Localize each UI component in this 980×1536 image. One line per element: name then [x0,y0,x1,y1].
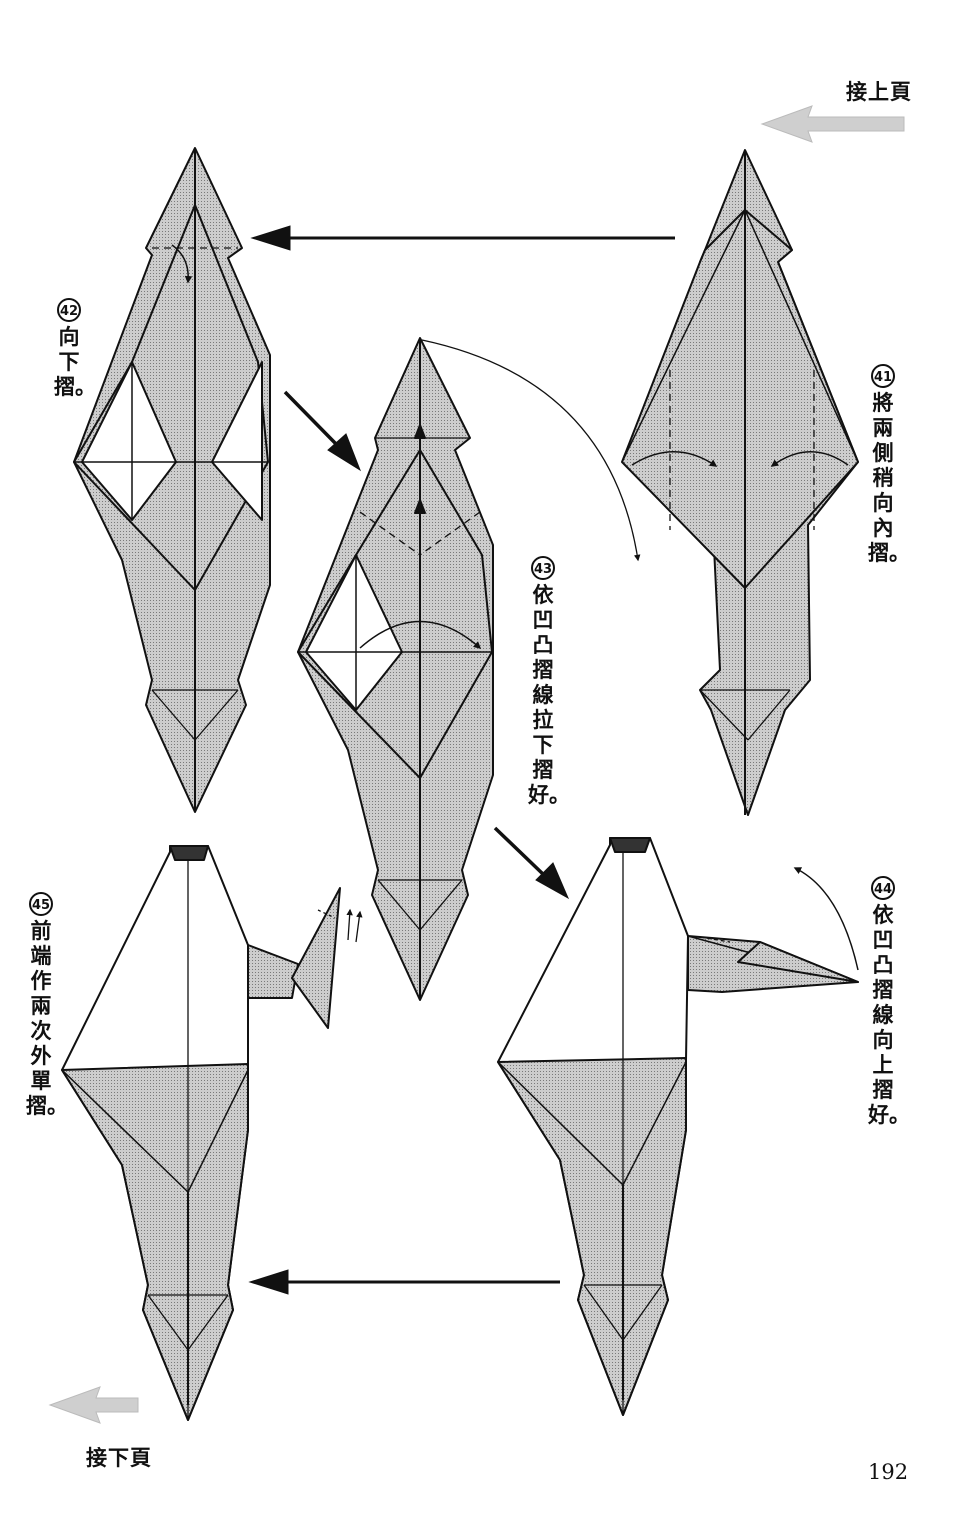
step-41-text: 將兩側稍向內摺。 [868,391,910,565]
step-44-number: 44 [871,876,895,900]
sequence-arrows [248,225,675,1295]
next-page-label[interactable]: 接下頁 [86,1446,152,1470]
step-42-text: 向下摺。 [54,325,96,399]
step-45-text: 前端作兩次外單摺。 [26,919,68,1118]
figure-44 [497,837,859,1416]
step-41-caption: 41 將兩側稍向內摺。 [868,364,910,566]
figure-42 [73,147,271,813]
previous-page-label[interactable]: 接上頁 [846,80,912,104]
page-number: 192 [868,1460,909,1484]
step-43-caption: 43 依凹凸摺線拉下摺好。 [528,556,570,808]
next-page-arrow-icon[interactable] [48,1386,139,1424]
figure-41 [621,149,859,816]
step-42-caption: 42 向下摺。 [54,298,96,400]
step-42-number: 42 [57,298,81,322]
step-45-number: 45 [29,892,53,916]
figure-45 [61,845,363,1421]
prev-page-arrow-icon[interactable] [760,105,905,143]
step-43-text: 依凹凸摺線拉下摺好。 [528,583,570,807]
figure-43 [297,337,641,1001]
step-41-number: 41 [871,364,895,388]
step-45-caption: 45 前端作兩次外單摺。 [26,892,68,1119]
step-44-text: 依凹凸摺線向上摺好。 [868,903,910,1127]
step-43-number: 43 [531,556,555,580]
step-44-caption: 44 依凹凸摺線向上摺好。 [868,876,910,1128]
